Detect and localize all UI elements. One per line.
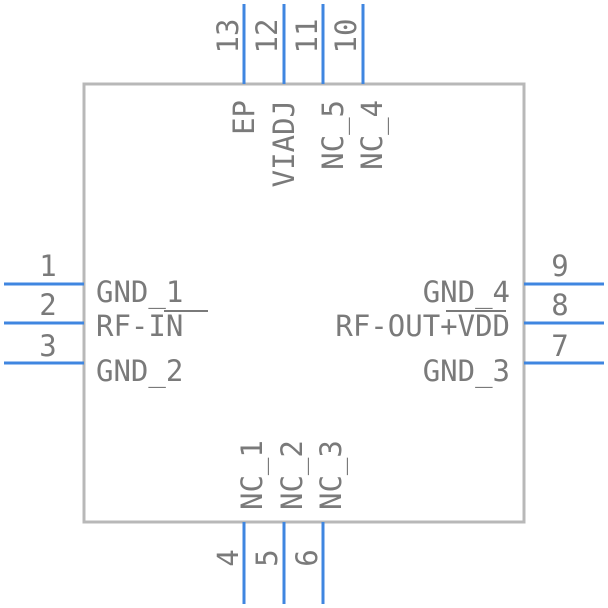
pin-1-number: 1 (39, 249, 56, 283)
pin-5-label: NC_2 (275, 440, 310, 510)
pin-4-number: 4 (211, 549, 245, 566)
pin-8-label: RF-OUT+VDD (335, 309, 510, 343)
pin-3-label: GND_2 (96, 354, 183, 389)
component-body (82, 82, 526, 524)
pin-10-label: NC_4 (355, 100, 390, 170)
pin-6: 6 NC_3 (290, 440, 349, 604)
pin-3: 3 GND_2 (4, 329, 183, 389)
pin-8-number: 8 (551, 288, 568, 322)
pin-2: 2 RF-IN (4, 288, 208, 343)
pin-12: 12 VIADJ (250, 4, 301, 187)
pin-7: 7 GND_3 (423, 329, 604, 389)
pin-5-number: 5 (250, 549, 284, 566)
pin-9-label: GND_4 (423, 275, 510, 310)
pin-7-label: GND_3 (423, 354, 510, 389)
pin-8: 8 RF-OUT+VDD (335, 288, 604, 343)
pin-6-label: NC_3 (314, 440, 349, 510)
pin-10-number: 10 (329, 19, 363, 54)
pin-7-number: 7 (551, 329, 568, 363)
pin-9: 9 GND_4 (423, 249, 604, 310)
pin-11-label: NC_5 (316, 100, 351, 170)
pin-11: 11 NC_5 (290, 4, 351, 170)
pin-3-number: 3 (39, 329, 56, 363)
pin-2-number: 2 (39, 288, 56, 322)
pin-12-number: 12 (250, 19, 284, 54)
pin-13: 13 EP (211, 4, 261, 135)
pin-1: 1 GND_1 (4, 249, 183, 310)
pin-1-label: GND_1 (96, 275, 183, 310)
pin-6-number: 6 (290, 549, 324, 566)
pin-12-label: VIADJ (267, 100, 301, 187)
pin-13-label: EP (227, 100, 261, 135)
pin-9-number: 9 (551, 249, 568, 283)
pin-2-label: RF-IN (96, 309, 183, 343)
pin-13-number: 13 (211, 19, 245, 54)
pin-4: 4 NC_1 (211, 440, 270, 604)
pin-4-label: NC_1 (235, 440, 270, 510)
pin-11-number: 11 (290, 19, 324, 54)
pin-10: 10 NC_4 (329, 4, 390, 170)
pin-5: 5 NC_2 (250, 440, 310, 604)
